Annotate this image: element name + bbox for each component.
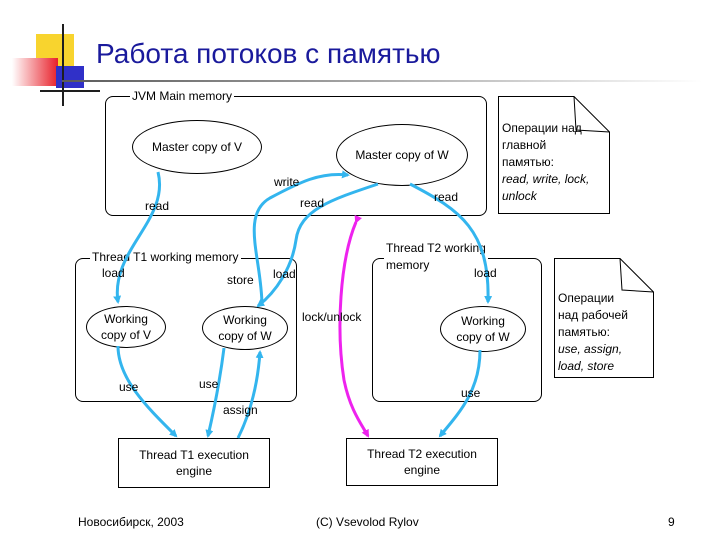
label-use-w-t2: use <box>461 386 481 400</box>
working-memory-note-shape <box>554 258 654 378</box>
t1-memory-label: Thread T1 working memory <box>90 250 241 264</box>
master-copy-v-label: Master copy of V <box>151 140 243 154</box>
title-divider <box>62 80 702 82</box>
logo-blue-square <box>56 66 84 88</box>
label-use-w-t1: use <box>199 377 219 391</box>
page-title: Работа потоков с памятью <box>96 38 441 69</box>
master-copy-w: Master copy of W <box>336 124 468 186</box>
t2-memory-label-line2: memory <box>386 258 430 272</box>
main-memory-note: Операции над главной памятью: read, writ… <box>502 121 590 203</box>
label-read-w-t2: read <box>434 190 459 204</box>
logo-red-square <box>12 58 58 86</box>
main-memory-label: JVM Main memory <box>130 89 235 103</box>
label-write: write <box>274 175 300 189</box>
working-memory-note: Операции над рабочей памятью: use, assig… <box>558 291 628 373</box>
label-load-w-t2: load <box>474 266 497 280</box>
master-copy-w-label: Master copy of W <box>355 148 449 162</box>
label-load-w-t1: load <box>273 267 296 281</box>
t2-memory-label-line1: Thread T2 working <box>386 241 486 255</box>
label-load-v: load <box>102 266 125 280</box>
label-store: store <box>227 273 254 287</box>
label-read-v: read <box>145 199 170 213</box>
main-memory-note-shape <box>498 96 610 214</box>
logo-horizontal-line <box>40 90 100 92</box>
page-number: 9 <box>668 515 675 529</box>
t2-memory-label: Thread T2 working memory <box>384 240 488 274</box>
arrow-lock-unlock <box>338 214 370 438</box>
footer-copyright: (C) Vsevolod Rylov <box>316 515 419 529</box>
label-read-w-t1: read <box>300 196 325 210</box>
label-use-v: use <box>119 380 139 394</box>
footer-location: Новосибирск, 2003 <box>78 515 184 529</box>
master-copy-v: Master copy of V <box>132 120 262 174</box>
logo-vertical-line <box>62 24 64 106</box>
label-lock-unlock: lock/unlock <box>302 310 362 324</box>
label-assign: assign <box>223 403 258 417</box>
